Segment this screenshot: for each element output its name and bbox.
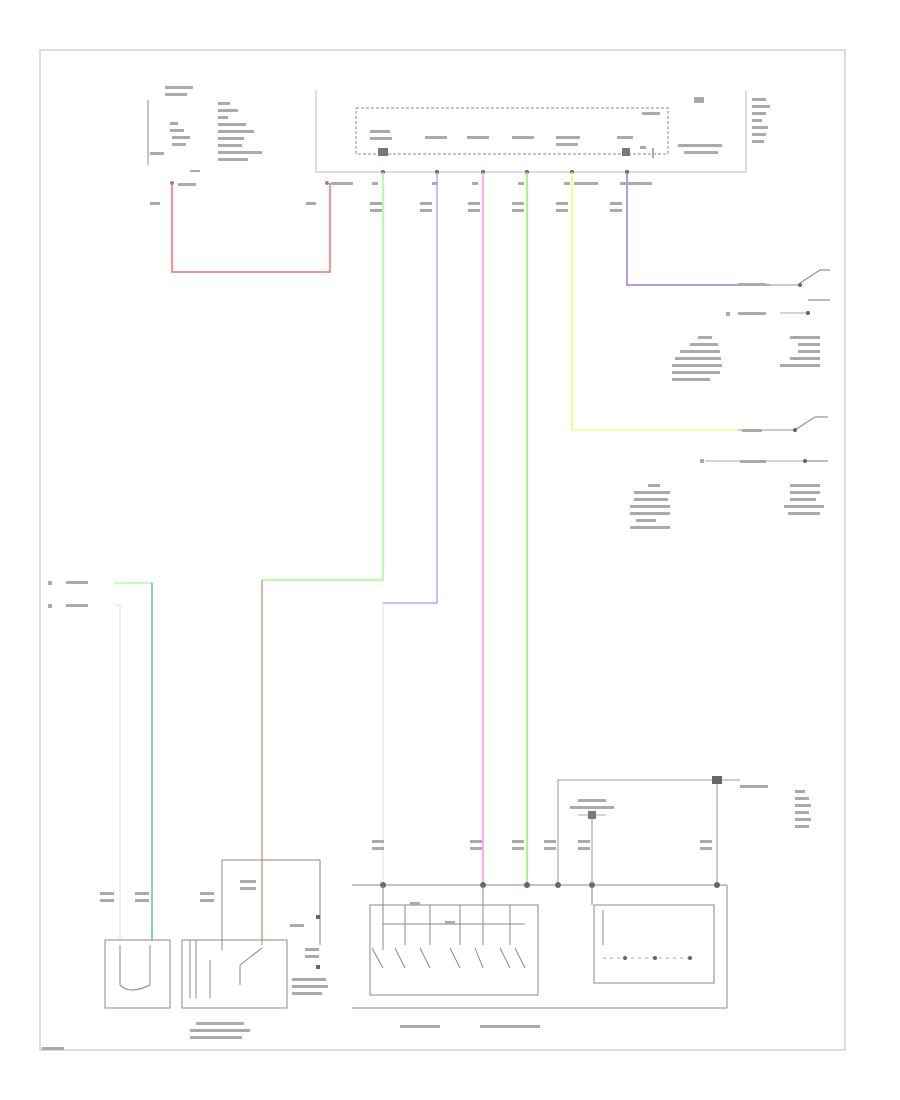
bottom-left-components xyxy=(42,859,328,1050)
control-module-block xyxy=(315,90,770,212)
wire-purple xyxy=(626,172,770,286)
switch-assembly xyxy=(352,882,728,1028)
wire-white xyxy=(115,604,121,940)
remote-block xyxy=(372,776,811,885)
diagram-frame xyxy=(39,49,846,1051)
wire-red xyxy=(171,183,331,273)
switch-lower xyxy=(630,416,828,529)
wire-green xyxy=(261,172,384,940)
wire-yellow xyxy=(571,172,738,431)
wire-violet xyxy=(383,172,438,604)
switch-upper xyxy=(672,269,830,381)
fuse-block xyxy=(147,86,329,205)
left-wire-labels xyxy=(48,581,88,608)
